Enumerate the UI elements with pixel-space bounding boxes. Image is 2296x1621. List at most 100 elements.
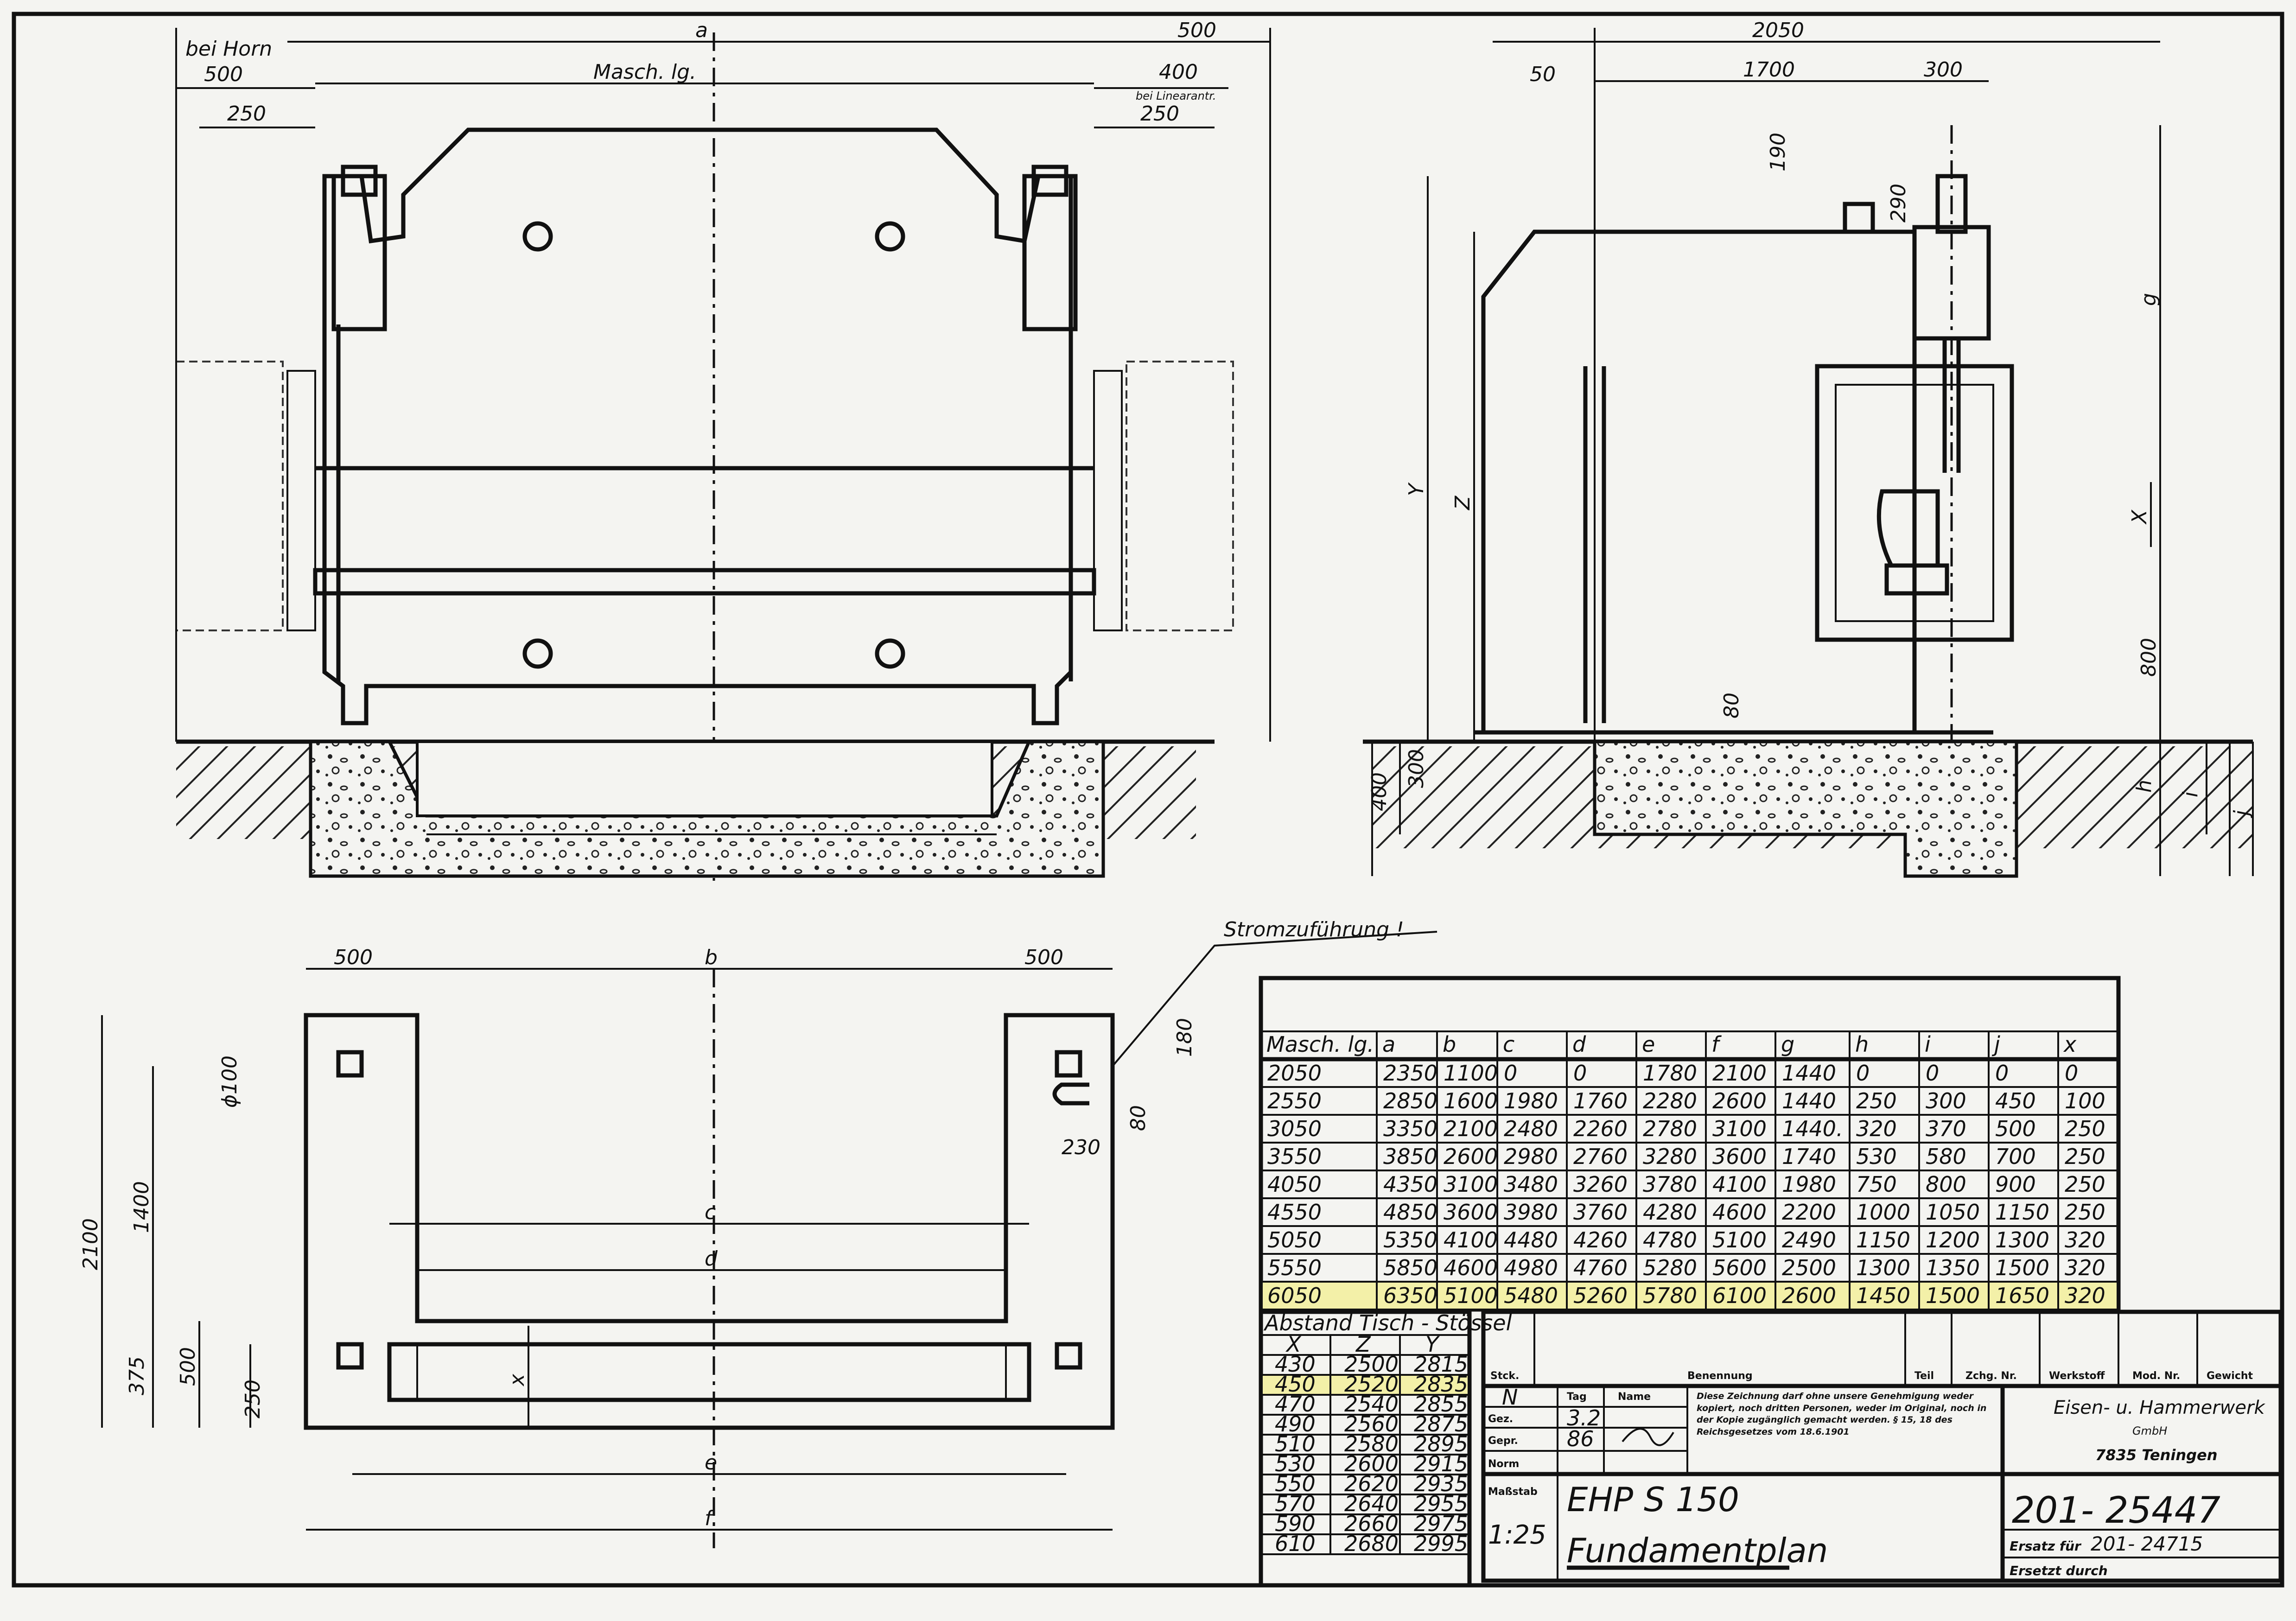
dim-1700: 1700 — [1743, 58, 1795, 82]
stroke-cell: 590 — [1275, 1511, 1316, 1536]
table-cell: 580 — [1926, 1144, 1966, 1169]
dim-bei-horn: bei Horn — [185, 37, 272, 61]
table-cell: 300 — [1926, 1088, 1966, 1113]
stroke-cell: 570 — [1275, 1491, 1316, 1516]
stroke-cell: 430 — [1275, 1352, 1316, 1377]
stroke-cell: 2935 — [1414, 1471, 1468, 1496]
table-cell: 3980 — [1504, 1200, 1558, 1225]
plan-dim-e: e — [705, 1451, 717, 1475]
dim-g: g — [2137, 293, 2161, 306]
dim-j: j — [2230, 810, 2253, 818]
table-cell: 320 — [1856, 1116, 1897, 1141]
value-gez: 3.2 — [1567, 1405, 1601, 1430]
col-stck: Stck. — [1490, 1370, 1519, 1382]
table-header: d — [1572, 1032, 1586, 1057]
stroke-cell: 2855 — [1414, 1392, 1468, 1417]
dim-X: X — [2128, 509, 2151, 525]
table-cell: 4780 — [1643, 1227, 1697, 1252]
plan-dim-right-500: 500 — [1024, 946, 1063, 969]
drawing-number: 201- 25447 — [2012, 1490, 2220, 1532]
stroke-cell: 2640 — [1344, 1491, 1399, 1516]
table-cell: 6100 — [1712, 1283, 1767, 1308]
table-cell: 2480 — [1504, 1116, 1558, 1141]
dim-bei-linearantr: bei Linearantr. — [1136, 89, 1216, 102]
table-header: x — [2063, 1032, 2077, 1057]
stroke-cell: 2680 — [1344, 1531, 1399, 1556]
table-cell: 4100 — [1712, 1172, 1767, 1197]
stroke-cell: 2520 — [1344, 1372, 1399, 1397]
table-cell: 4280 — [1643, 1200, 1697, 1225]
table-cell: 500 — [1995, 1116, 2036, 1141]
highlight-row — [1263, 1282, 2117, 1310]
stroke-cell: 2895 — [1414, 1431, 1468, 1456]
table-cell: 750 — [1856, 1172, 1897, 1197]
side-view: 2050 50 1700 300 190 290 g Y Z X 800 80 … — [1363, 19, 2254, 878]
table-cell: 2280 — [1643, 1088, 1697, 1113]
table-cell: 3280 — [1643, 1144, 1697, 1169]
label-ersetzt-durch: Ersetzt durch — [2010, 1563, 2108, 1578]
col-teil: Teil — [1914, 1370, 1934, 1382]
table-cell: 4100 — [1444, 1227, 1498, 1252]
table-cell: 3600 — [1444, 1200, 1498, 1225]
stroke-cell: 610 — [1275, 1531, 1316, 1556]
col-gewicht: Gewicht — [2207, 1370, 2253, 1382]
table-cell: 1450 — [1856, 1283, 1910, 1308]
stroke-cell: 550 — [1275, 1471, 1316, 1496]
table-header: i — [1925, 1032, 1931, 1057]
dim-300-top: 300 — [1924, 58, 1963, 82]
table-cell: 2200 — [1782, 1200, 1836, 1225]
stroke-cell: 2660 — [1344, 1511, 1399, 1536]
plan-dim-180: 180 — [1173, 1018, 1196, 1057]
stroke-cell: 2835 — [1414, 1372, 1468, 1397]
table-cell: 4600 — [1712, 1200, 1767, 1225]
table-cell: 700 — [1995, 1144, 2036, 1169]
plan-dim-phi100: ɸ100 — [218, 1055, 242, 1108]
table-cell: 250 — [2065, 1172, 2105, 1197]
front-view: bei Horn a 500 Masch. lg. 500 400 bei Li… — [175, 19, 1271, 881]
title-block: Stck. Benennung Teil Zchg. Nr. Werkstoff… — [1481, 1310, 2283, 1583]
dim-80: 80 — [1720, 693, 1743, 718]
stroke-header: Y — [1425, 1332, 1440, 1357]
table-cell: 100 — [2065, 1088, 2105, 1113]
table-cell: 0 — [1573, 1061, 1587, 1086]
table-cell: 5100 — [1712, 1227, 1767, 1252]
table-cell: 6350 — [1383, 1283, 1437, 1308]
table-cell: 2600 — [1782, 1283, 1836, 1308]
col-benennung: Benennung — [1687, 1370, 1753, 1382]
table-cell: 2600 — [1444, 1144, 1498, 1169]
table-header: g — [1781, 1032, 1794, 1057]
table-header: h — [1855, 1032, 1869, 1057]
table-cell: 3480 — [1504, 1172, 1558, 1197]
col-werkstoff: Werkstoff — [2049, 1370, 2105, 1382]
sheet-border — [12, 12, 2284, 1588]
table-cell: 2850 — [1383, 1088, 1437, 1113]
stroke-cell: 2955 — [1414, 1491, 1468, 1516]
table-cell: 5850 — [1383, 1255, 1437, 1280]
dim-290: 290 — [1887, 184, 1910, 222]
table-cell: 4050 — [1267, 1172, 1322, 1197]
dim-right-500: 500 — [1177, 19, 1216, 42]
table-cell: 2500 — [1782, 1255, 1836, 1280]
stroke-cell: 2560 — [1344, 1411, 1399, 1437]
stroke-cell: 2875 — [1414, 1411, 1468, 1437]
table-cell: 3050 — [1267, 1116, 1322, 1141]
dim-a: a — [695, 19, 708, 42]
table-cell: 2350 — [1383, 1061, 1437, 1086]
label-ersatz-fuer: Ersatz für — [2010, 1538, 2082, 1554]
table-cell: 3100 — [1444, 1172, 1498, 1197]
table-cell: 1500 — [1995, 1255, 2049, 1280]
stroke-cell: 510 — [1275, 1431, 1316, 1456]
company-sub: GmbH — [2132, 1424, 2167, 1437]
table-cell: 2760 — [1573, 1144, 1628, 1169]
table-cell: 1150 — [1995, 1200, 2049, 1225]
dim-800: 800 — [2137, 638, 2161, 677]
table-cell: 5280 — [1643, 1255, 1697, 1280]
stroke-table-frame — [1259, 1310, 1472, 1588]
table-cell: 1000 — [1856, 1200, 1910, 1225]
stroke-header: X — [1285, 1332, 1302, 1357]
table-cell: 4980 — [1504, 1255, 1558, 1280]
plan-dim-c: c — [705, 1201, 716, 1224]
table-cell: 2100 — [1712, 1061, 1767, 1086]
plan-dim-375: 375 — [125, 1356, 149, 1395]
